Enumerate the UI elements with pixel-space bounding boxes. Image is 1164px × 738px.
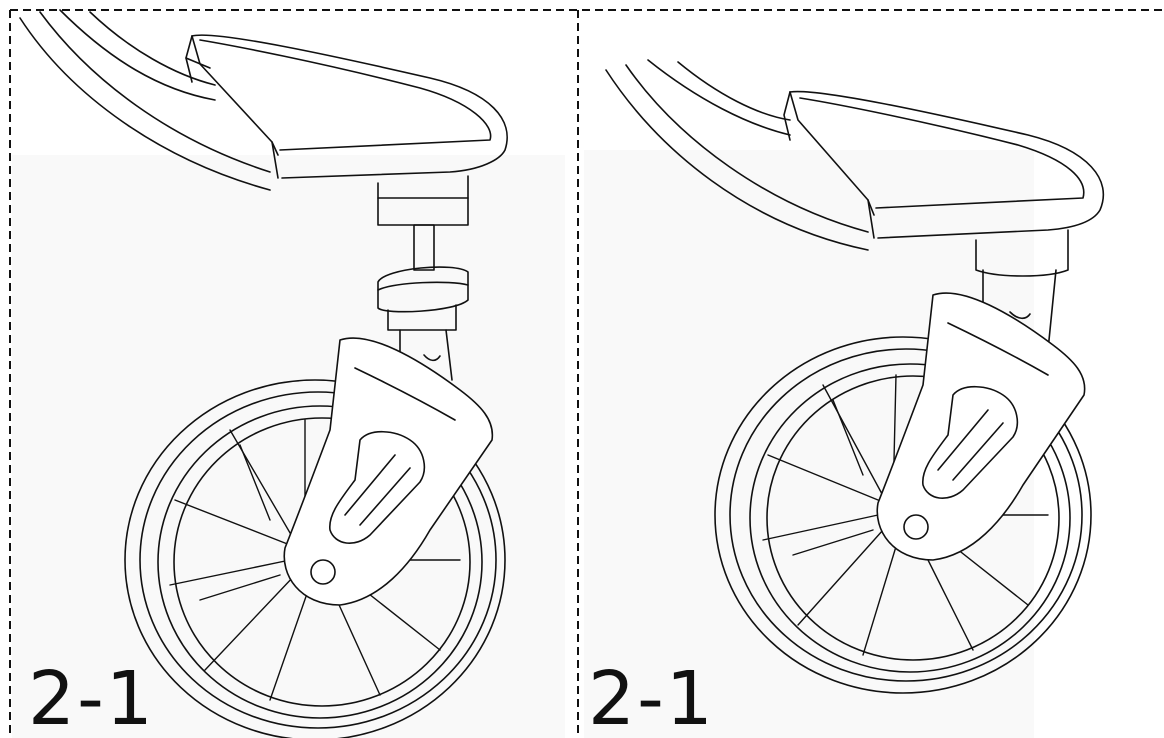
frame-tube xyxy=(19,9,271,191)
wheel-fork xyxy=(283,337,494,606)
front-wheel xyxy=(124,379,506,738)
step-label: 2-1 xyxy=(28,656,155,738)
wheel-spokes xyxy=(169,419,461,701)
panel-step-detached: 2-1 xyxy=(0,0,578,738)
step-label: 2-1 xyxy=(588,656,715,738)
upper-stem xyxy=(377,175,469,271)
seat-block xyxy=(783,90,1105,239)
seat-block xyxy=(185,34,508,179)
front-wheel xyxy=(714,336,1092,694)
stroller-wheel-attached-illustration xyxy=(605,59,1105,694)
wheel-fork xyxy=(876,292,1086,561)
panel-step-attached: 2-1 xyxy=(578,0,1164,738)
frame-tube xyxy=(605,59,869,251)
stroller-wheel-detached-illustration xyxy=(19,9,508,738)
